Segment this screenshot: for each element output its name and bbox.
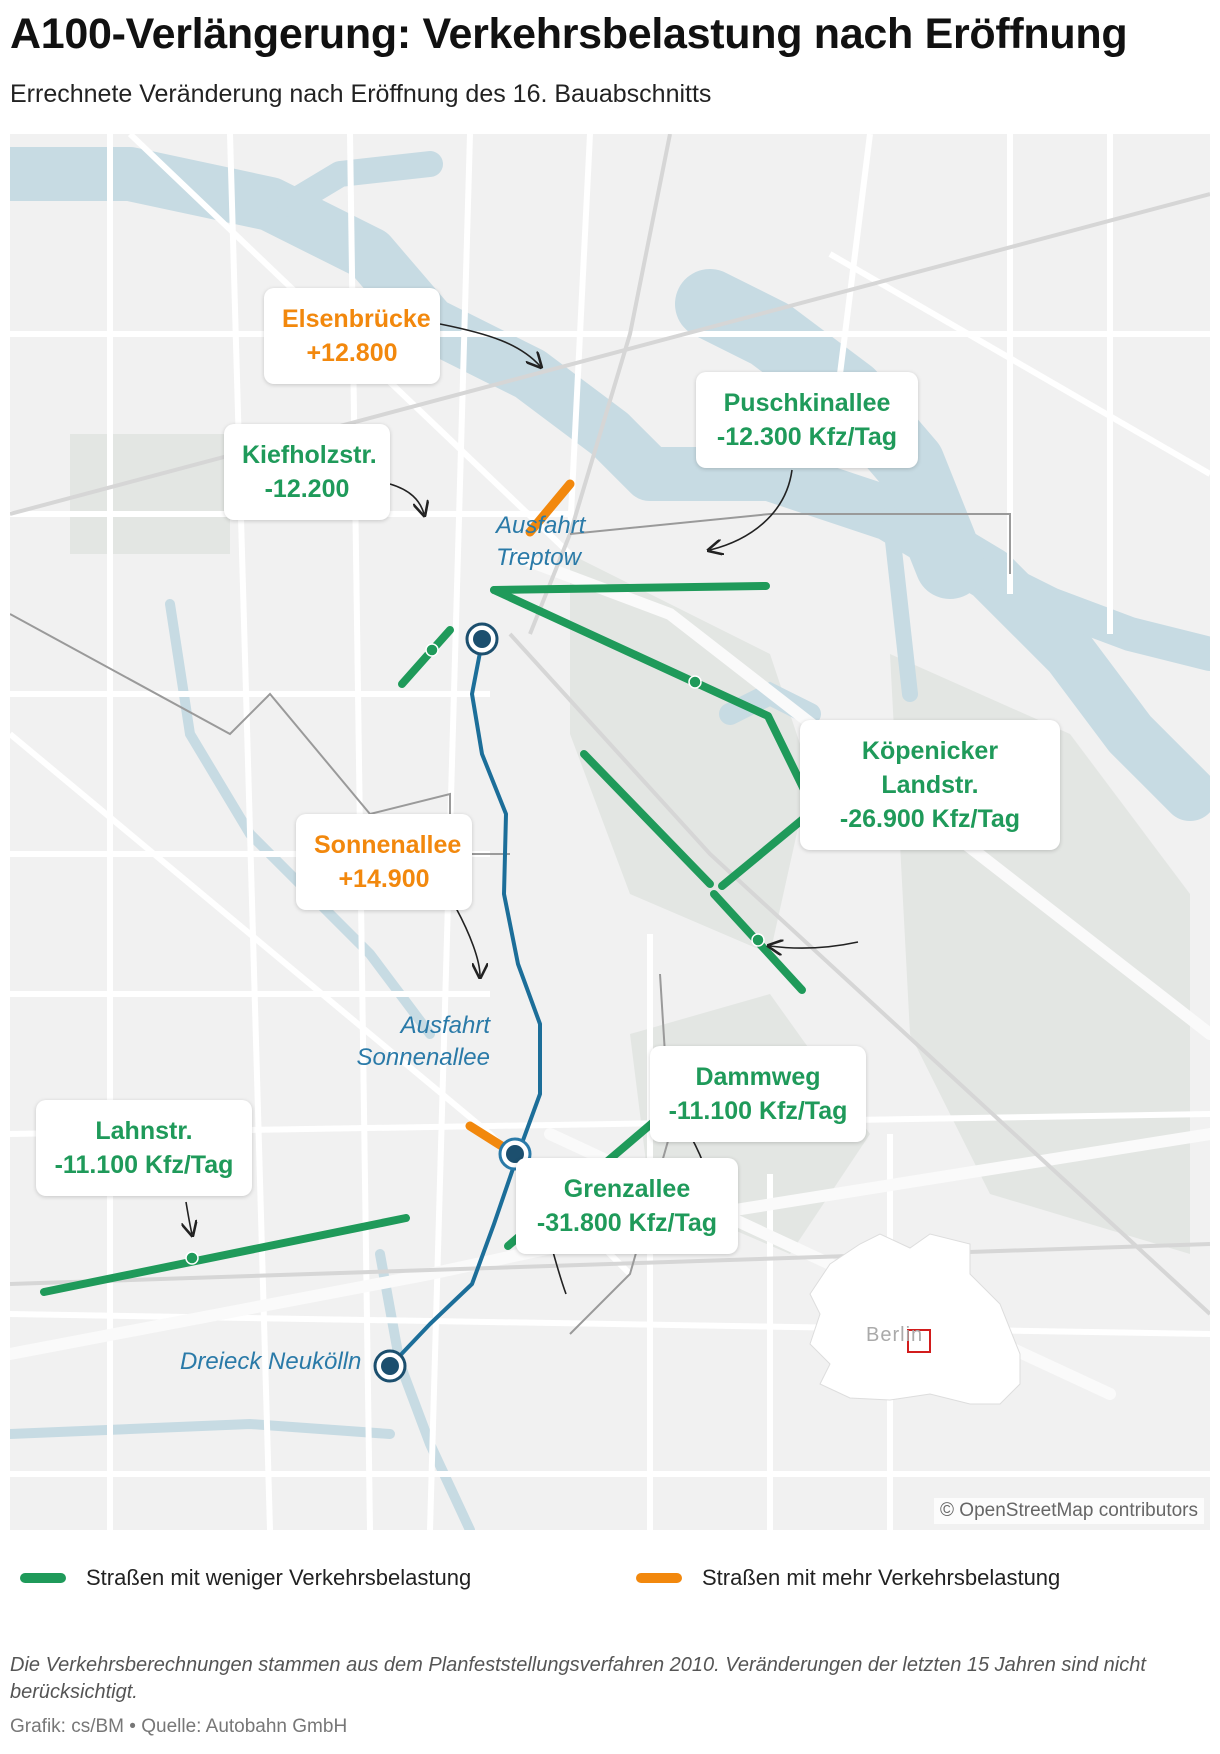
exit-label-line: Ausfahrt [400, 1012, 490, 1039]
koepenicker-road-upper [580, 750, 714, 888]
callout-koepenicker: Köpenicker Landstr. -26.900 Kfz/Tag [800, 720, 1060, 850]
callout-value: -26.900 Kfz/Tag [839, 805, 1021, 833]
callout-name: Dammweg [695, 1063, 821, 1091]
railways [10, 134, 1210, 1316]
exit-marker-treptow [465, 622, 499, 656]
elsenbruecke-road [525, 479, 575, 537]
callout-name: Grenzallee [563, 1175, 691, 1203]
map-panel[interactable]: Elsenbrücke +12.800 Kiefholzstr. -12.200… [10, 134, 1210, 1530]
callout-name: Lahnstr. [95, 1117, 193, 1145]
legend-swatch-orange [636, 1573, 682, 1583]
berlin-inset-map [809, 1233, 1021, 1405]
callout-value: -11.100 Kfz/Tag [54, 1151, 234, 1179]
exit-label-line: Treptow [496, 544, 581, 571]
page-title: A100-Verlängerung: Verkehrsbelastung nac… [10, 10, 1128, 58]
callout-sonnenallee: Sonnenallee +14.900 [296, 814, 472, 910]
callout-grenzallee: Grenzallee -31.800 Kfz/Tag [516, 1158, 738, 1254]
exit-label-line: Ausfahrt [496, 512, 586, 539]
exit-marker-neukoelln [373, 1349, 407, 1383]
exit-label-sonnenallee: Ausfahrt Sonnenallee [352, 1010, 490, 1074]
exit-label-treptow: Ausfahrt Treptow [496, 510, 585, 574]
lahnstr-road [40, 1214, 410, 1296]
legend-increase: Straßen mit mehr Verkehrsbelastung [636, 1565, 1060, 1591]
callout-name: Puschkinallee [723, 389, 891, 417]
exit-label-line: Sonnenallee [356, 1044, 490, 1071]
callout-name: Elsenbrücke [282, 305, 431, 333]
puschkinallee-road-main [490, 586, 818, 890]
callout-value: -31.800 Kfz/Tag [536, 1209, 718, 1237]
legend-label: Straßen mit mehr Verkehrsbelastung [702, 1565, 1061, 1590]
callout-name: Kiefholzstr. [242, 441, 377, 469]
exit-label-neukoelln: Dreieck Neukölln [180, 1348, 362, 1375]
legend-label: Straßen mit weniger Verkehrsbelastung [86, 1565, 472, 1590]
callout-name: Köpenicker Landstr. [861, 737, 999, 799]
callout-dammweg: Dammweg -11.100 Kfz/Tag [650, 1046, 866, 1142]
a100-motorway [390, 641, 542, 1366]
page-subtitle: Errechnete Veränderung nach Eröffnung de… [10, 80, 712, 108]
footnote: Die Verkehrsberechnungen stammen aus dem… [10, 1654, 1146, 1703]
source-line: Grafik: cs/BM • Quelle: Autobahn GmbH [10, 1716, 348, 1737]
callout-name: Sonnenallee [314, 831, 462, 859]
kiefholzstr-road [398, 626, 454, 688]
callout-kiefholz: Kiefholzstr. -12.200 [224, 424, 390, 520]
callout-value: +14.900 [338, 865, 430, 893]
callout-value: -11.100 Kfz/Tag [668, 1097, 848, 1125]
callout-puschkin: Puschkinallee -12.300 Kfz/Tag [696, 372, 918, 468]
legend-swatch-green [20, 1573, 66, 1583]
legend-decrease: Straßen mit weniger Verkehrsbelastung [20, 1565, 471, 1591]
inset-berlin-label: Berlin [866, 1324, 924, 1346]
callout-value: +12.800 [306, 339, 398, 367]
callout-elsenbruecke: Elsenbrücke +12.800 [264, 288, 440, 384]
callout-value: -12.300 Kfz/Tag [716, 423, 898, 451]
map-attribution[interactable]: © OpenStreetMap contributors [934, 1498, 1204, 1524]
callout-value: -12.200 [264, 475, 350, 503]
puschkinallee-road [490, 582, 770, 594]
callout-lahn: Lahnstr. -11.100 Kfz/Tag [36, 1100, 252, 1196]
